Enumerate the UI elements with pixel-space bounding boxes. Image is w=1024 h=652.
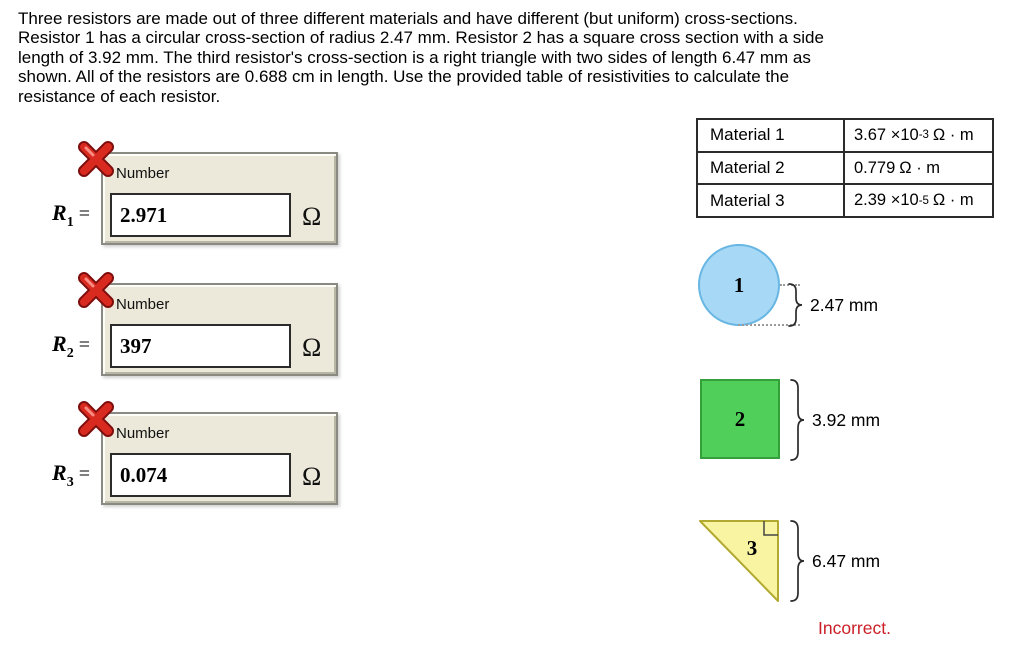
right-angle-marker <box>763 521 778 536</box>
resistor-subscript: 3 <box>66 475 74 490</box>
dotted-guide-line <box>780 284 800 286</box>
problem-line: resistance of each resistor. <box>18 86 221 106</box>
input-type-label: Number <box>116 425 170 442</box>
answer-input-r1[interactable] <box>110 193 291 237</box>
resistor-subscript: 2 <box>66 346 74 361</box>
input-type-label: Number <box>116 165 170 182</box>
resistor-letter: R <box>52 460 67 485</box>
answer-row-r3: R3 = Number Ω <box>0 401 370 507</box>
resistor-letter: R <box>52 200 67 225</box>
feedback-incorrect-label: Incorrect. <box>818 618 891 638</box>
material-name-cell: Material 1 <box>698 120 845 151</box>
cross-section-triangle <box>699 520 779 602</box>
resistor-symbol-r3: R3 = <box>52 460 90 490</box>
answer-row-r2: R2 = Number Ω <box>0 272 370 378</box>
dotted-guide-line <box>738 324 800 326</box>
cross-section-circle: 1 <box>698 244 780 326</box>
answer-row-r1: R1 = Number Ω <box>0 141 370 247</box>
side-brace <box>790 379 805 461</box>
answer-box-r3: Number Ω <box>78 401 338 505</box>
omega-unit-label: Ω <box>302 333 322 362</box>
shape-number-label: 2 <box>734 406 746 431</box>
omega-unit-label: Ω <box>302 202 322 231</box>
resistivity-unit: Ω · m <box>899 158 941 177</box>
answer-input-r3[interactable] <box>110 453 291 497</box>
problem-line: shown. All of the resistors are 0.688 cm… <box>18 67 790 87</box>
resistivity-mantissa: 2.39 ×10 <box>854 191 919 210</box>
dimension-label-triangle: 6.47 mm <box>812 551 881 571</box>
input-type-label: Number <box>116 296 170 313</box>
answer-box-r1: Number Ω <box>78 141 338 245</box>
resistor-letter: R <box>52 331 67 356</box>
material-name-cell: Material 2 <box>698 152 845 184</box>
answer-box-r2: Number Ω <box>78 272 338 376</box>
incorrect-x-icon <box>78 401 114 437</box>
radius-brace <box>788 283 803 327</box>
problem-line: Resistor 1 has a circular cross-section … <box>18 28 824 48</box>
answer-input-r2[interactable] <box>110 324 291 368</box>
shape-number-label: 3 <box>746 536 758 560</box>
incorrect-x-icon <box>78 141 114 177</box>
incorrect-x-icon <box>78 272 114 308</box>
resistor-subscript: 1 <box>66 215 74 230</box>
resistivity-unit: Ω · m <box>932 125 974 144</box>
problem-statement: Three resistors are made out of three di… <box>18 9 824 106</box>
equals-sign: = <box>78 203 90 225</box>
cross-section-square: 2 <box>700 379 780 459</box>
problem-line: length of 3.92 mm. The third resistor's … <box>18 47 811 67</box>
omega-unit-label: Ω <box>302 462 322 491</box>
dimension-label-square: 3.92 mm <box>812 410 881 430</box>
resistivity-mantissa: 0.779 <box>854 158 896 177</box>
resistivity-mantissa: 3.67 ×10 <box>854 125 919 144</box>
resistor-symbol-r2: R2 = <box>52 331 90 361</box>
resistor-symbol-r1: R1 = <box>52 200 90 230</box>
side-brace <box>790 520 805 602</box>
resistivity-unit: Ω · m <box>932 191 974 210</box>
problem-line: Three resistors are made out of three di… <box>18 9 798 28</box>
equals-sign: = <box>78 334 90 356</box>
dimension-label-circle: 2.47 mm <box>810 295 879 315</box>
material-name-cell: Material 3 <box>698 185 845 217</box>
shape-number-label: 1 <box>733 272 745 297</box>
equals-sign: = <box>78 463 90 485</box>
